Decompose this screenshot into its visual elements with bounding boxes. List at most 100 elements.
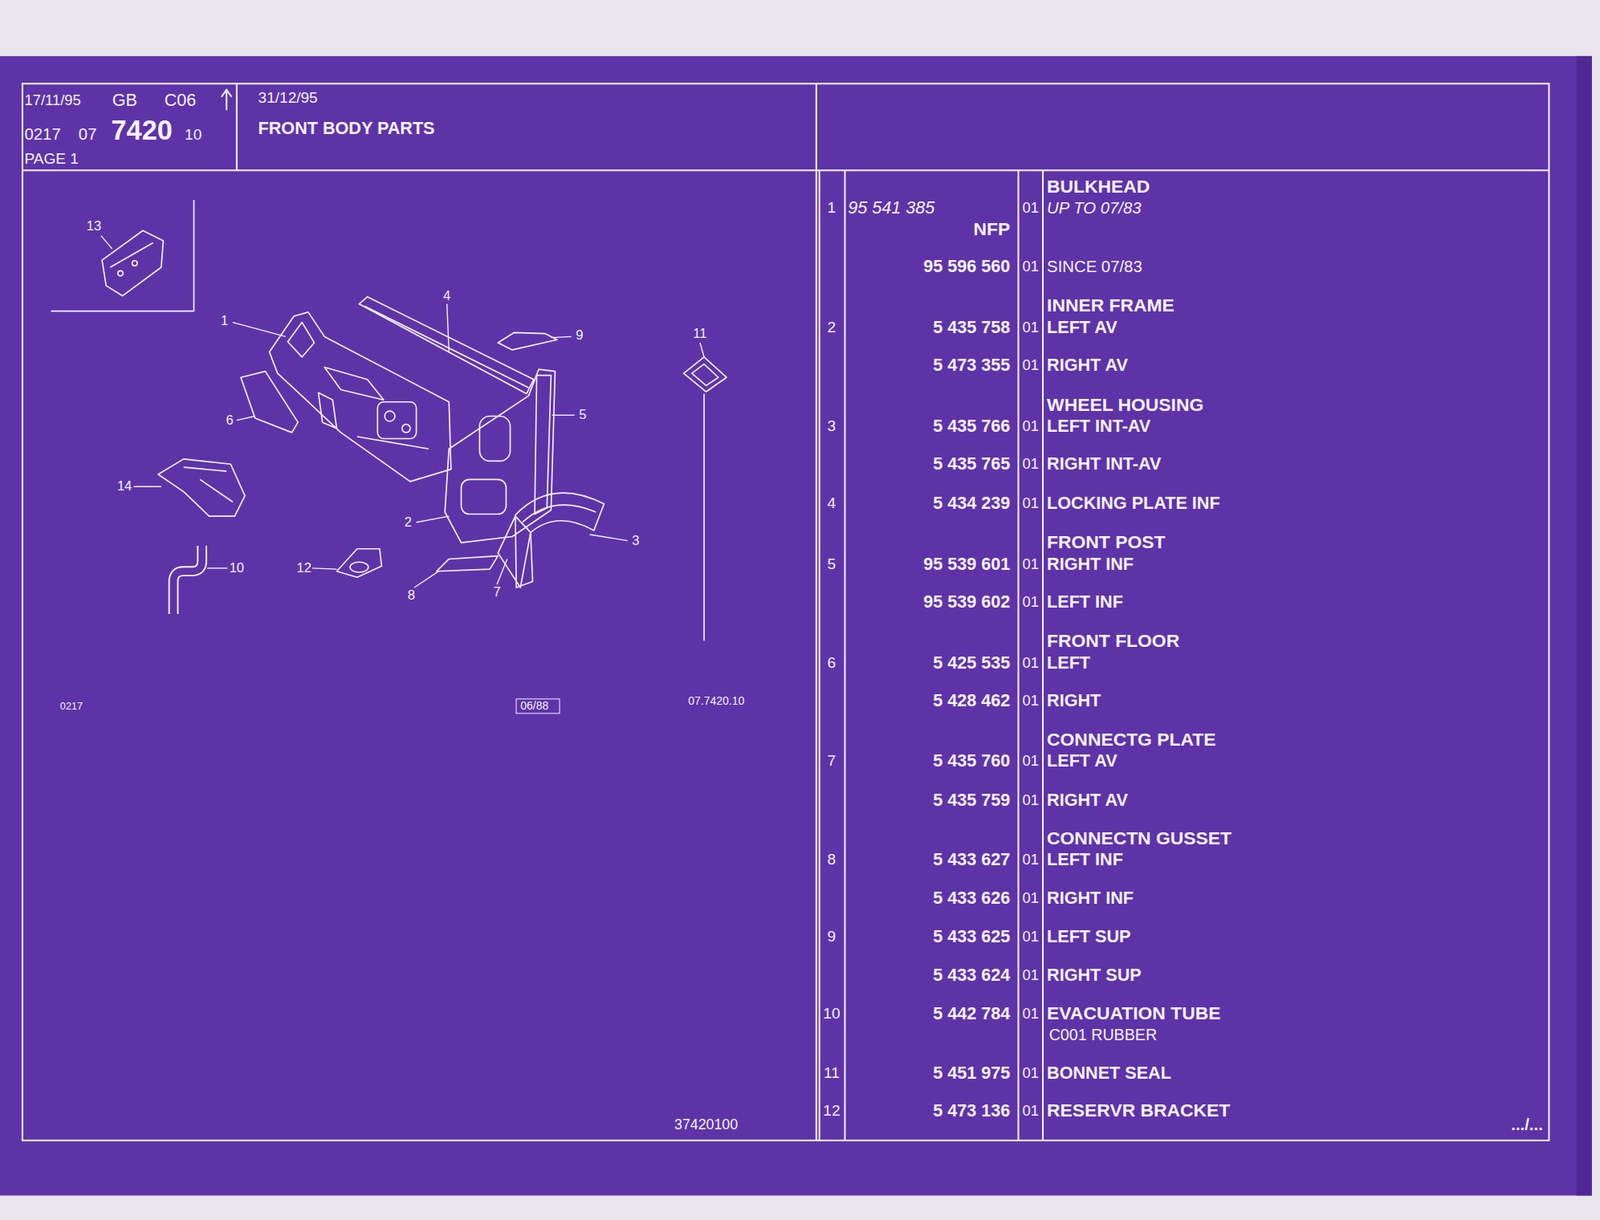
part-number: 5 435 759	[932, 790, 1010, 811]
date-box: 06/88	[515, 698, 560, 714]
header-date-cell: 31/12/95	[236, 83, 817, 171]
quantity: 01	[1022, 258, 1040, 275]
callout-number: 13	[86, 219, 102, 234]
part-description: RIGHT AV	[1046, 355, 1128, 375]
part-number: 5 435 760	[932, 751, 1010, 771]
part-note: C001 RUBBER	[1049, 1026, 1158, 1045]
callout-number: 14	[117, 479, 132, 494]
part-number: 5 435 766	[932, 416, 1010, 436]
part-description: RIGHT AV	[1046, 790, 1128, 811]
part-description: LEFT SUP	[1046, 927, 1131, 947]
header-text: 06/88	[520, 700, 555, 713]
callout-number: 11	[692, 326, 707, 342]
sheet-code: 0217	[60, 700, 83, 713]
quantity: 01	[1022, 928, 1040, 945]
callout-number: 6	[225, 413, 233, 428]
sheet-edge	[1576, 56, 1592, 1197]
quantity: 01	[1022, 455, 1040, 473]
part-number: 95 539 601	[923, 554, 1010, 575]
part-number: 5 434 239	[932, 493, 1010, 513]
part-note: NFP	[973, 219, 1011, 240]
leader-lines	[101, 236, 705, 588]
callout-number: 7	[492, 585, 501, 600]
callout-number: 3	[631, 533, 640, 549]
part-description: RIGHT INT-AV	[1046, 454, 1161, 474]
sheet-ground	[0, 56, 1592, 1197]
part-description: RIGHT INF	[1046, 554, 1134, 575]
callout-number: 10	[229, 561, 245, 576]
quantity: 01	[1022, 655, 1040, 672]
sheet-code: 07.7420.10	[688, 696, 745, 709]
tube-outline	[173, 545, 203, 615]
part-heading: CONNECTG PLATE	[1046, 729, 1216, 750]
sheet-code: 37420100	[674, 1117, 738, 1134]
quantity: 01	[1022, 851, 1040, 868]
part-heading: INNER FRAME	[1046, 296, 1175, 317]
callout-number: 1	[220, 313, 228, 329]
part-number: 5 425 535	[932, 653, 1010, 673]
part-description: EVACUATION TUBE	[1046, 1004, 1221, 1025]
header-text: 17/11/95	[24, 91, 81, 108]
callout-number: 9	[575, 328, 583, 343]
item-number: 9	[827, 928, 837, 945]
quantity: 01	[1022, 418, 1040, 435]
part-number: 5 451 975	[932, 1063, 1010, 1083]
header-reference-cell: 17/11/95GBC06021707742010PAGE 1	[22, 83, 237, 171]
part-heading: CONNECTN GUSSET	[1046, 828, 1232, 849]
part-description: LEFT INF	[1046, 592, 1124, 612]
quantity: 01	[1022, 199, 1040, 216]
part-number: 5 473 355	[932, 355, 1010, 375]
header-text: 7420	[111, 115, 173, 147]
quantity: 01	[1022, 494, 1040, 511]
callout-number: 2	[404, 515, 412, 530]
callout-number: 4	[443, 289, 451, 304]
quantity: 01	[1022, 357, 1040, 374]
sheet-title: FRONT BODY PARTS	[258, 118, 436, 139]
part-number: 5 442 784	[932, 1005, 1010, 1025]
part-heading: FRONT POST	[1046, 533, 1165, 554]
header-arrow	[221, 89, 233, 110]
part-description: LOCKING PLATE INF	[1046, 493, 1221, 513]
part-description: RIGHT SUP	[1046, 965, 1142, 986]
item-number: 2	[827, 319, 837, 337]
callout-number: 5	[578, 407, 587, 423]
callout-number: 8	[407, 588, 416, 603]
part-description: LEFT	[1046, 653, 1091, 673]
tube-inner	[173, 545, 203, 615]
part-description: SINCE 07/83	[1046, 257, 1143, 276]
quantity: 01	[1022, 1103, 1040, 1120]
header-text: 31/12/95	[258, 89, 318, 107]
part-heading: FRONT FLOOR	[1046, 631, 1180, 652]
part-number: 5 433 624	[932, 965, 1010, 986]
part-number: 5 435 765	[932, 454, 1010, 474]
part-description: LEFT AV	[1046, 751, 1118, 771]
item-number: 12	[822, 1103, 840, 1120]
item-number: 3	[827, 418, 837, 436]
part-number: 95 596 560	[923, 256, 1010, 277]
quantity: 01	[1022, 692, 1040, 709]
quantity: 01	[1022, 319, 1040, 336]
quantity: 01	[1022, 594, 1040, 611]
part-number: 5 433 627	[932, 850, 1010, 871]
part-number: 5 433 625	[932, 927, 1010, 947]
quantity: 01	[1022, 753, 1040, 770]
item-number: 7	[827, 753, 837, 770]
quantity: 01	[1022, 791, 1040, 808]
part-description: RIGHT INF	[1046, 888, 1134, 908]
part-description: LEFT INT-AV	[1046, 416, 1151, 436]
part-number: 5 435 758	[932, 317, 1010, 338]
item-number: 5	[827, 555, 837, 573]
part-description: RIGHT	[1046, 691, 1101, 711]
part-description: RESERVR BRACKET	[1046, 1101, 1230, 1122]
part-number: 5 428 462	[932, 691, 1010, 711]
header-text: 0217	[24, 124, 61, 143]
item-number: 8	[827, 851, 837, 869]
item-number: 6	[827, 655, 837, 672]
part-number: 5 433 626	[932, 888, 1010, 908]
item-number: 4	[827, 494, 837, 512]
quantity: 01	[1022, 1065, 1040, 1082]
frame-lines	[22, 83, 1549, 1141]
continuation-mark: .../...	[1510, 1115, 1544, 1134]
exploded-view	[51, 199, 727, 641]
